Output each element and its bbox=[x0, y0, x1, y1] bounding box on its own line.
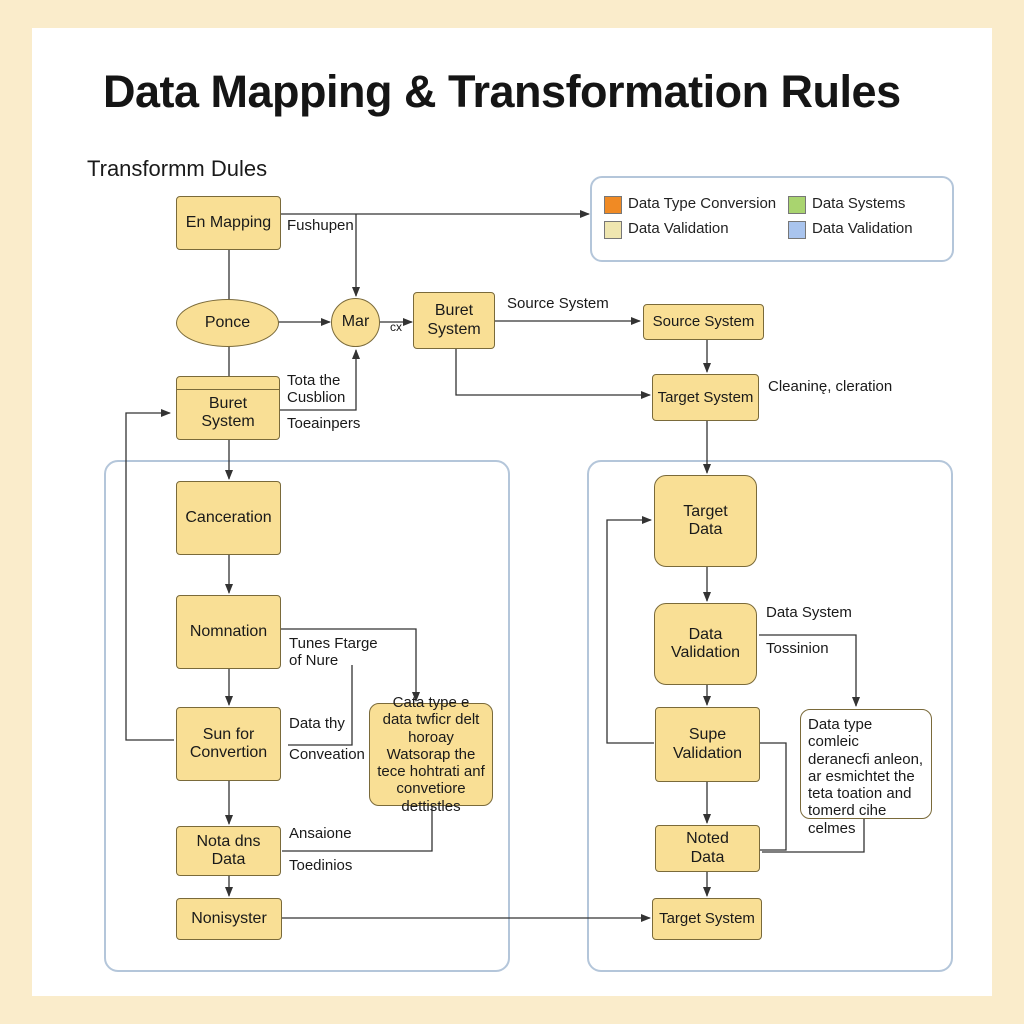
node-label: Buret System bbox=[201, 394, 255, 430]
node-target-system-bottom[interactable]: Target System bbox=[652, 898, 762, 940]
edge-label: Ansaione bbox=[289, 825, 352, 842]
left-group bbox=[104, 460, 510, 972]
node-label: Target Data bbox=[683, 502, 728, 538]
node-nota-dns-data[interactable]: Nota dns Data bbox=[176, 826, 281, 876]
node-nonisyster[interactable]: Nonisyster bbox=[176, 898, 282, 940]
edge-label: Cusblion bbox=[287, 389, 346, 406]
node-source-system[interactable]: Source System bbox=[643, 304, 764, 340]
legend-swatch-cream bbox=[604, 221, 622, 239]
section-subtitle: Transformm Dules bbox=[87, 156, 268, 181]
node-label: Buret System bbox=[427, 302, 481, 338]
edge-label: Toeainpers bbox=[287, 415, 361, 432]
legend-swatch-blue bbox=[788, 221, 806, 239]
note-left-conversion: Cata type e data twficr delt horoay Wats… bbox=[369, 694, 493, 815]
edge-label: Tossinion bbox=[766, 640, 829, 657]
page-title: Data Mapping & Transformation Rules bbox=[103, 66, 901, 117]
node-label: Noted Data bbox=[686, 830, 729, 866]
node-mar[interactable]: Mar bbox=[331, 298, 380, 347]
node-label: Supe Validation bbox=[672, 726, 743, 762]
node-supe-validation[interactable]: Supe Validation bbox=[655, 707, 760, 782]
edge-label: Toedinios bbox=[289, 857, 353, 874]
edge-label: Data thy bbox=[289, 715, 345, 732]
edge-label: Tunes Ftarge bbox=[289, 635, 378, 652]
node-buret-system-left[interactable]: Buret System bbox=[176, 376, 280, 440]
edge-label: Data System bbox=[766, 604, 852, 621]
edge-label: Source System bbox=[507, 295, 609, 312]
edge-label: of Nure bbox=[289, 652, 339, 669]
legend: Data Type Conversion Data Systems Data V… bbox=[590, 176, 954, 262]
node-label: Nota dns Data bbox=[196, 832, 261, 868]
node-target-data[interactable]: Target Data bbox=[654, 475, 757, 567]
legend-swatch-green bbox=[788, 196, 806, 214]
node-sun-for-convertion[interactable]: Sun for Convertion bbox=[176, 707, 281, 781]
edge-label: cx bbox=[390, 320, 402, 334]
legend-label: Data Systems bbox=[812, 195, 906, 212]
edge-label: Tota the bbox=[287, 372, 341, 389]
node-nomnation[interactable]: Nomnation bbox=[176, 595, 281, 669]
edge-label: Fushupen bbox=[287, 217, 354, 234]
node-en-mapping[interactable]: En Mapping bbox=[176, 196, 281, 250]
right-group bbox=[587, 460, 953, 972]
node-data-validation[interactable]: Data Validation bbox=[654, 603, 757, 685]
legend-label: Data Validation bbox=[628, 220, 729, 237]
legend-label: Data Validation bbox=[812, 220, 913, 237]
legend-label: Data Type Conversion bbox=[628, 195, 777, 212]
node-ponce[interactable]: Ponce bbox=[176, 299, 279, 347]
node-label: Data Validation bbox=[670, 625, 741, 661]
edge-label: Cleaninę, cleration bbox=[768, 378, 893, 395]
edge-label: Conveation bbox=[289, 746, 365, 763]
node-canceration[interactable]: Canceration bbox=[176, 481, 281, 555]
node-target-system-top[interactable]: Target System bbox=[652, 374, 759, 421]
node-noted-data[interactable]: Noted Data bbox=[655, 825, 760, 872]
node-buret-system-top[interactable]: Buret System bbox=[413, 292, 495, 349]
node-label: Sun for Convertion bbox=[189, 725, 268, 761]
legend-swatch-orange bbox=[604, 196, 622, 214]
note-right-datatype: Data type comleic deranecfi anleon, ar e… bbox=[800, 709, 932, 837]
